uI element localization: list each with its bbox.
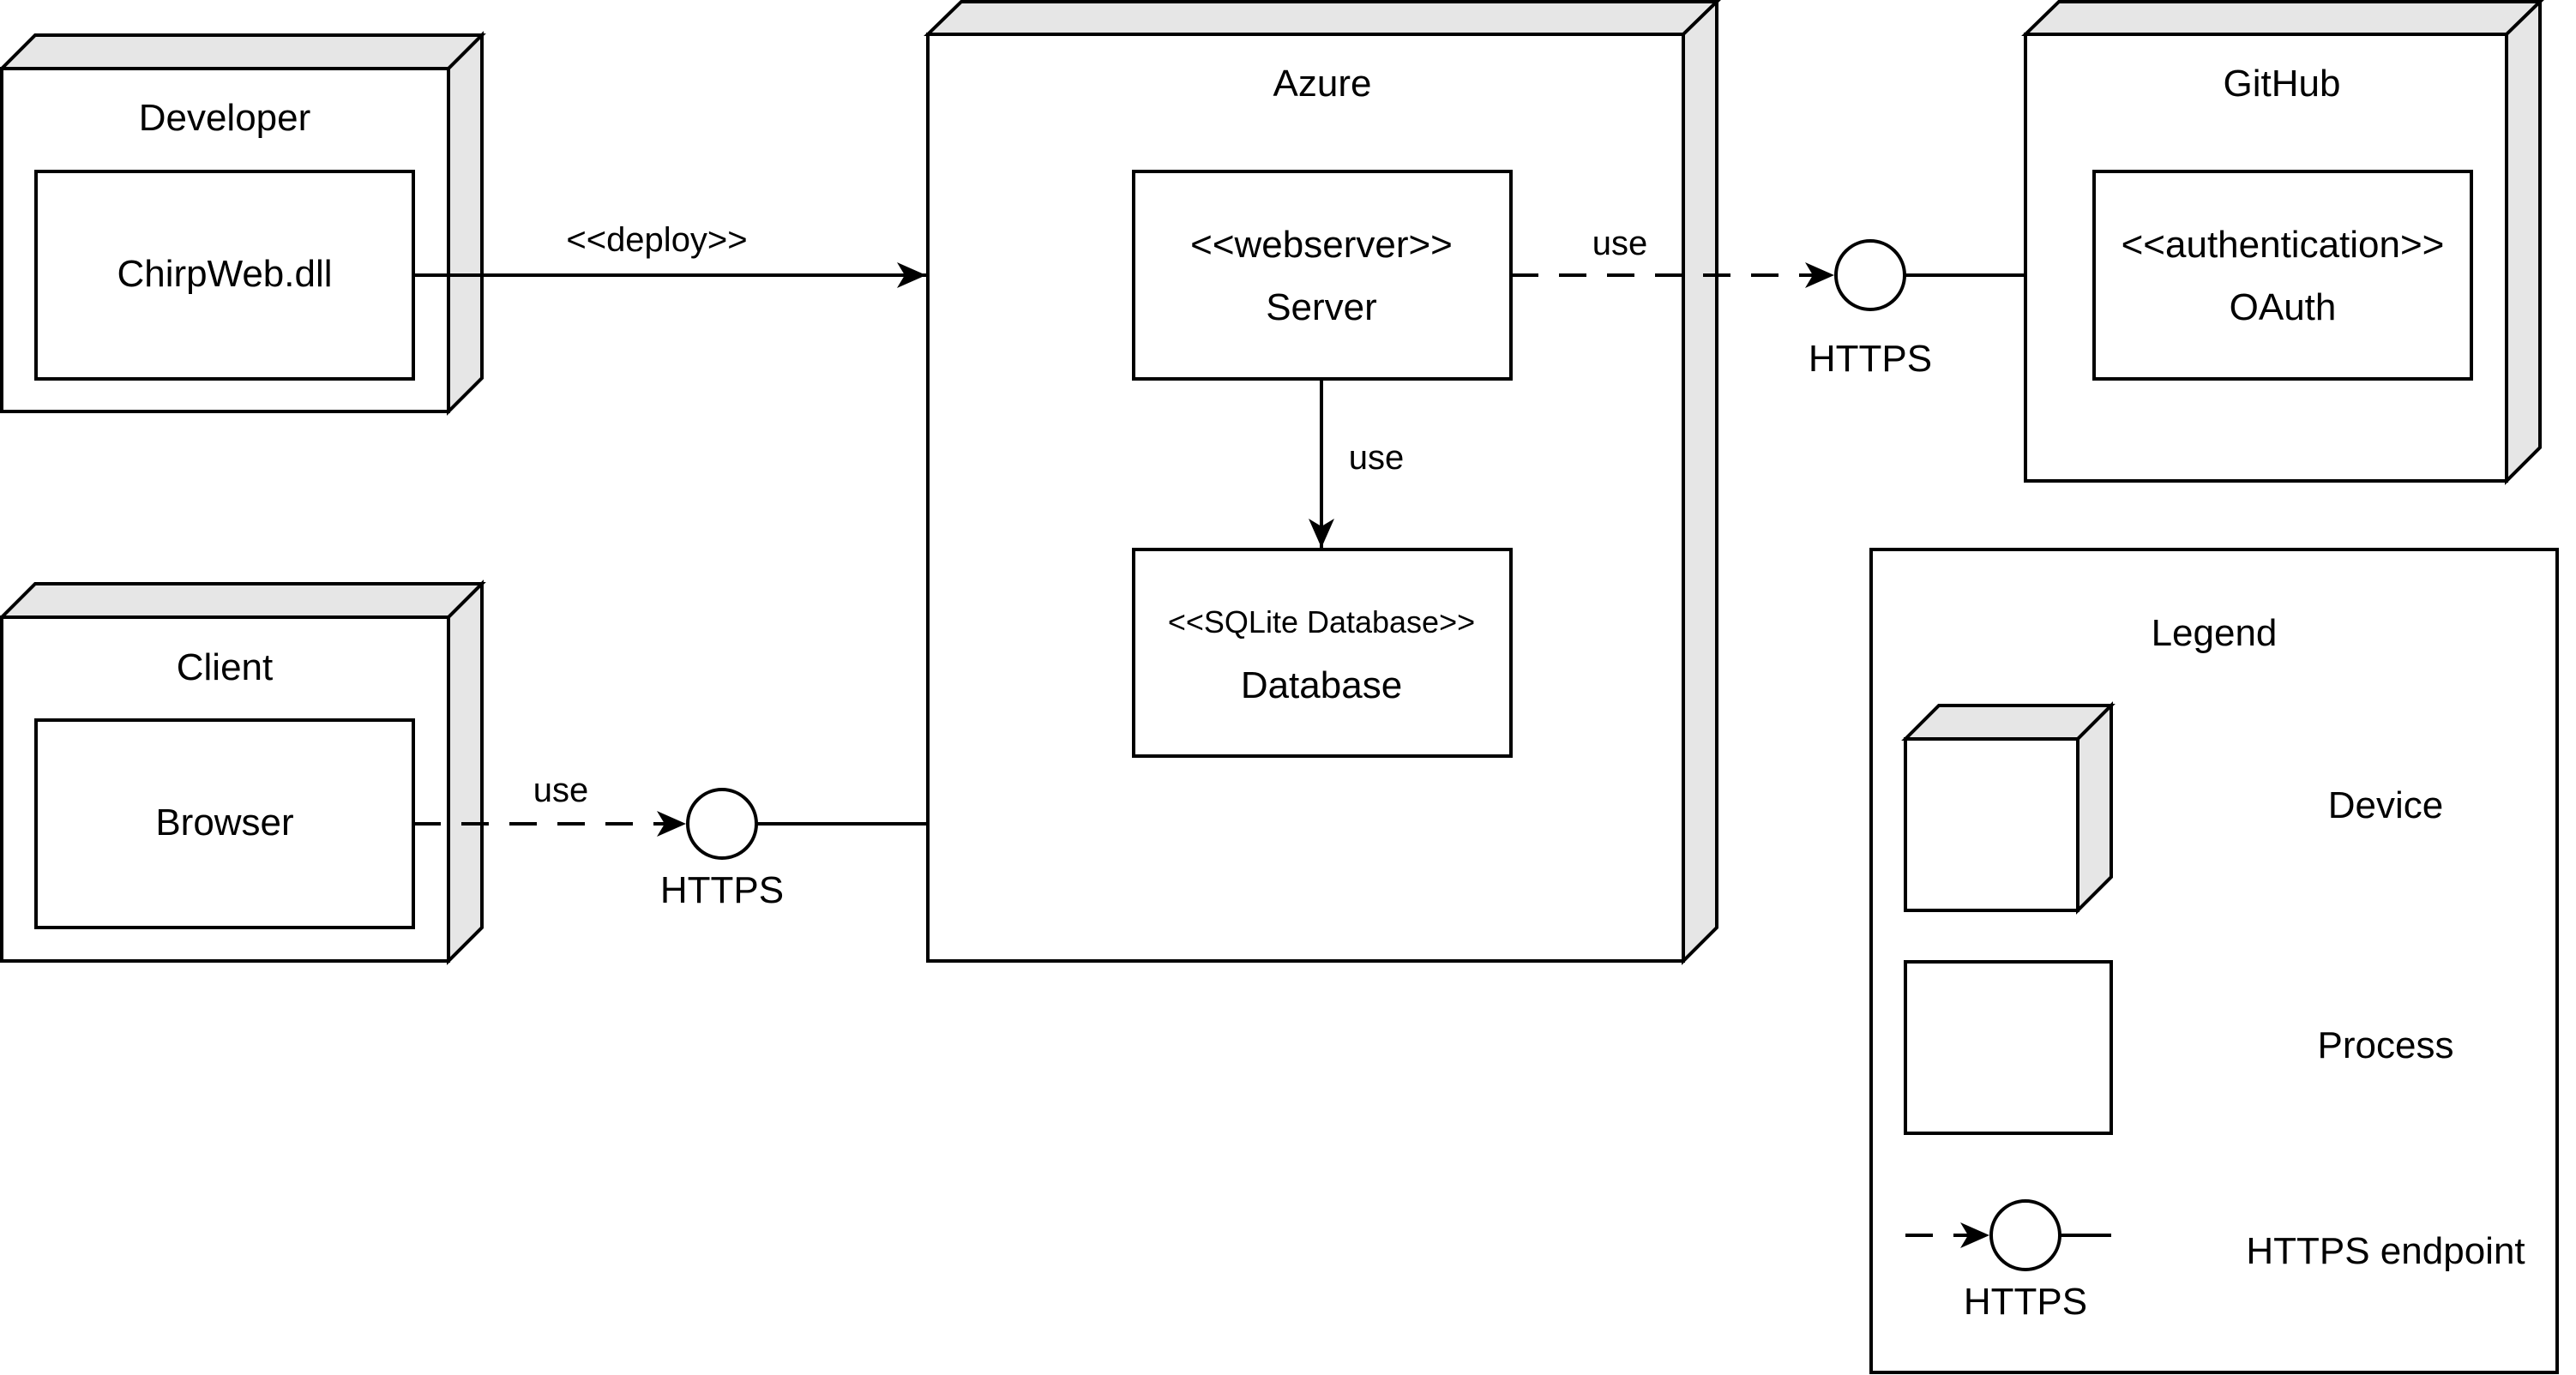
server-database-use-label: use — [1349, 439, 1405, 477]
developer-node[interactable]: Developer ChirpWeb.dll — [0, 31, 486, 416]
oauth-name: OAuth — [2230, 286, 2337, 328]
device-node-icon — [1901, 701, 2116, 915]
legend-item-https-endpoint: HTTPS HTTPS endpoint — [1905, 1199, 2525, 1323]
legend-https-icon-label: HTTPS — [1964, 1281, 2087, 1323]
database-process-box[interactable] — [1132, 548, 1513, 758]
developer-node-side — [447, 31, 484, 416]
developer-node-top — [0, 33, 486, 70]
legend: Legend Device Process HTTPS HTTPS endpoi… — [1869, 548, 2559, 1374]
browser-artifact-label: Browser — [155, 802, 293, 844]
legend-process-label: Process — [2318, 1024, 2454, 1066]
developer-node-title: Developer — [139, 97, 311, 139]
azure-node-top — [924, 0, 1721, 36]
oauth-stereotype: <<authentication>> — [2122, 224, 2445, 266]
server-database-connector[interactable]: use — [1309, 379, 1405, 548]
azure-node-side — [1682, 0, 1718, 965]
legend-item-process: Process — [1904, 960, 2454, 1135]
client-node-side — [447, 579, 484, 965]
legend-item-device: Device — [1901, 701, 2444, 915]
server-stereotype: <<webserver>> — [1190, 224, 1453, 266]
github-https-endpoint-icon[interactable] — [1834, 239, 1906, 311]
client-node-top — [0, 582, 486, 619]
legend-device-label: Device — [2328, 784, 2444, 826]
github-node[interactable]: GitHub <<authentication>> OAuth — [2021, 0, 2544, 485]
server-process-box[interactable] — [1132, 170, 1513, 381]
chirpweb-artifact-box[interactable] — [34, 170, 415, 381]
server-github-use-label: use — [1592, 225, 1648, 262]
legend-title: Legend — [2152, 612, 2278, 654]
github-node-side — [2505, 0, 2542, 485]
github-node-top — [2021, 0, 2544, 36]
chirpweb-artifact-label: ChirpWeb.dll — [117, 253, 332, 295]
browser-artifact-box[interactable] — [34, 718, 415, 929]
legend-https-endpoint-label: HTTPS endpoint — [2246, 1230, 2525, 1272]
client-node[interactable]: Client Browser — [0, 579, 486, 965]
github-node-title: GitHub — [2224, 63, 2341, 105]
browser-use-label: use — [533, 772, 589, 809]
deploy-connector[interactable]: <<deploy>> — [413, 221, 926, 288]
server-name: Server — [1266, 286, 1377, 328]
process-box-icon — [1904, 960, 2113, 1135]
azure-https-endpoint-icon[interactable] — [686, 788, 758, 860]
database-name: Database — [1241, 664, 1402, 706]
github-endpoint-label: HTTPS — [1809, 338, 1932, 380]
azure-node[interactable]: Azure <<webserver>> Server <<SQLite Data… — [924, 0, 1721, 965]
server-github-connector[interactable]: use HTTPS — [1511, 225, 2025, 380]
https-endpoint-icon — [1905, 1199, 2111, 1271]
client-node-title: Client — [177, 646, 274, 688]
oauth-process-box[interactable] — [2092, 170, 2473, 381]
azure-endpoint-label: HTTPS — [660, 869, 784, 911]
azure-node-title: Azure — [1273, 63, 1372, 105]
browser-azure-connector[interactable]: use HTTPS — [413, 772, 928, 911]
database-stereotype: <<SQLite Database>> — [1168, 604, 1475, 639]
deploy-label: <<deploy>> — [566, 221, 747, 259]
